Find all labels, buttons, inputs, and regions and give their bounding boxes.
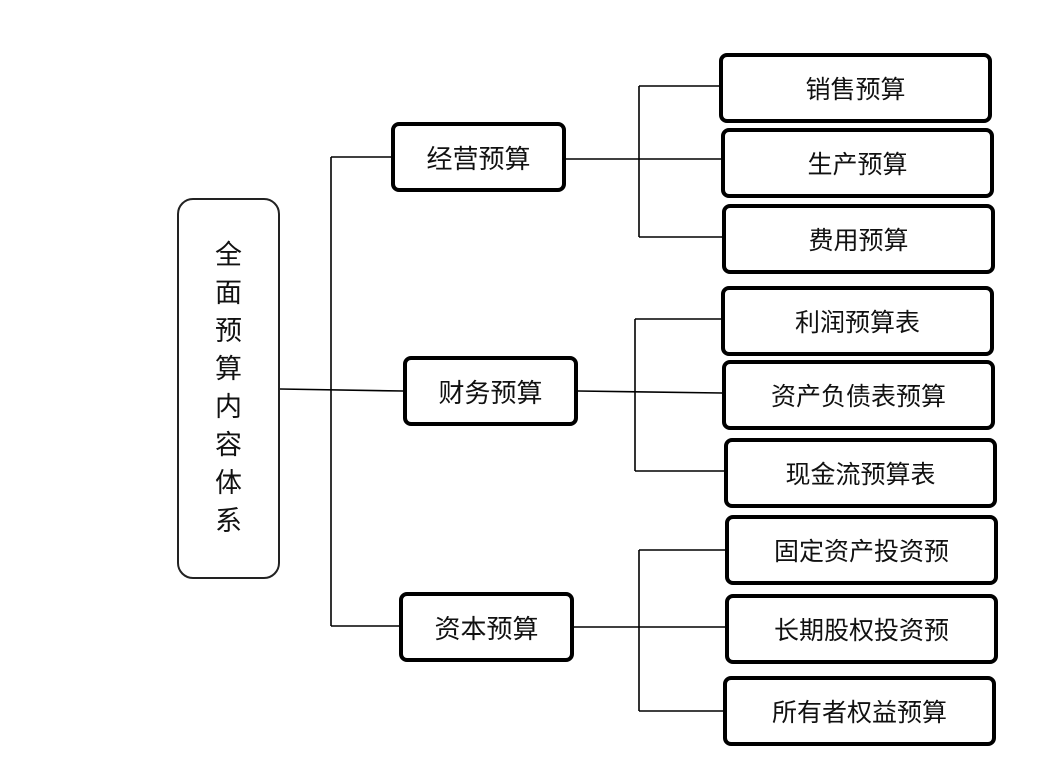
leaf-node: 利润预算表	[721, 286, 994, 356]
leaf-node: 长期股权投资预	[725, 594, 998, 664]
leaf-node: 资产负债表预算	[722, 360, 995, 430]
root-char: 系	[215, 505, 242, 537]
leaf-node: 现金流预算表	[724, 438, 997, 508]
root-char: 面	[215, 277, 242, 309]
root-char: 体	[215, 467, 242, 499]
branch-label: 经营预算	[426, 144, 531, 175]
leaf-label: 费用预算	[808, 226, 909, 255]
leaf-node: 费用预算	[722, 204, 995, 274]
leaf-label: 销售预算	[805, 75, 906, 104]
branch-node-financial-budget: 财务预算	[403, 356, 578, 426]
root-char: 内	[215, 391, 242, 423]
root-char: 容	[215, 429, 242, 461]
leaf-label: 长期股权投资预	[773, 616, 949, 645]
branch-label: 财务预算	[438, 378, 543, 409]
branch-node-capital-budget: 资本预算	[399, 592, 574, 662]
leaf-node: 生产预算	[721, 128, 994, 198]
branch-node-operating-budget: 经营预算	[391, 122, 566, 192]
root-char: 预	[215, 315, 242, 347]
root-char: 算	[215, 353, 242, 385]
branch-label: 资本预算	[434, 614, 539, 645]
leaf-label: 利润预算表	[794, 308, 920, 337]
root-node: 全 面 预 算 内 容 体 系	[177, 198, 280, 579]
leaf-node: 固定资产投资预	[725, 515, 998, 585]
leaf-label: 资产负债表预算	[770, 382, 946, 411]
leaf-label: 生产预算	[807, 150, 908, 179]
leaf-label: 现金流预算表	[785, 460, 936, 489]
leaf-label: 固定资产投资预	[773, 537, 949, 566]
leaf-node: 销售预算	[719, 53, 992, 123]
leaf-label: 所有者权益预算	[771, 698, 947, 727]
leaf-node: 所有者权益预算	[723, 676, 996, 746]
root-char: 全	[215, 239, 242, 271]
